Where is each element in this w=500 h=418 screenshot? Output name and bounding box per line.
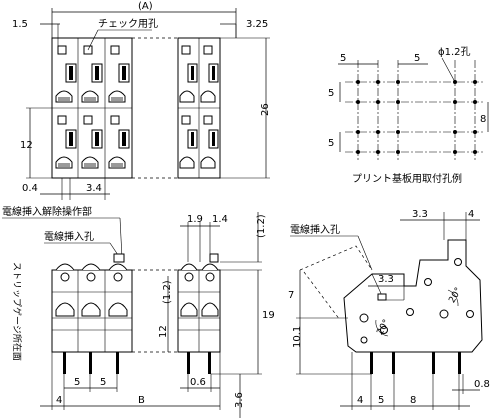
wire-insert-hole-label: 電線挿入孔 xyxy=(44,230,94,243)
pcb-caption: プリント基板用取付孔例 xyxy=(352,172,462,185)
dim-1-2-mid-label: (1.2) xyxy=(162,280,173,304)
side-dim-10-1: 10.1 xyxy=(292,326,303,348)
top-view: (A) 1.5 3.25 チェック用孔 26 12 0.4 3.4 xyxy=(12,1,271,200)
front-pins xyxy=(63,352,211,374)
dim-1-5-label: 1.5 xyxy=(12,19,28,30)
dim-5a-label: 5 xyxy=(74,377,80,388)
pcb-hole-layout: 5 5 ϕ1.2孔 5 5 8 プリント基板用取付孔例 xyxy=(328,46,489,185)
pcb-dim-5-v1: 5 xyxy=(328,88,334,99)
side-dim-3-3-mid: 3.3 xyxy=(378,274,394,285)
dim-1-4-label: 1.4 xyxy=(212,214,228,225)
dim-3-4-label: 3.4 xyxy=(86,183,102,194)
side-holes xyxy=(359,258,474,344)
front-top-bumps xyxy=(55,253,219,317)
side-dim-3-3-top: 3.3 xyxy=(412,209,428,220)
dim-0-4-label: 0.4 xyxy=(22,183,38,194)
release-operation-label: 電線挿入解除操作部 xyxy=(2,205,92,218)
side-dim-4-top: 4 xyxy=(468,209,474,220)
side-dim-0-8: 0.8 xyxy=(474,379,490,390)
dim-12-front-label: 12 xyxy=(158,325,169,338)
side-dim-7: 7 xyxy=(288,290,294,301)
pcb-hole-diameter-label: ϕ1.2孔 xyxy=(438,46,471,58)
dim-26-label: 26 xyxy=(260,103,271,116)
pcb-dim-5-left: 5 xyxy=(340,53,346,64)
pcb-holes xyxy=(356,80,477,154)
dim-b-label: B xyxy=(138,395,145,406)
dim-5b-label: 5 xyxy=(100,377,106,388)
dim-19-label: 19 xyxy=(262,310,275,321)
pcb-dim-5-v2: 5 xyxy=(328,138,334,149)
strip-gauge-label: ストリップゲージ所在面 xyxy=(11,262,23,361)
check-hole-label: チェック用孔 xyxy=(98,18,158,30)
side-dim-8-bottom: 8 xyxy=(410,395,416,406)
dim-4-front-label: 4 xyxy=(56,395,62,406)
pcb-dim-5-right: 5 xyxy=(414,53,420,64)
side-body xyxy=(343,239,483,353)
top-terminal-cells xyxy=(55,45,219,169)
front-view: 電線挿入解除操作部 電線挿入孔 ストリップゲージ所在面 xyxy=(2,205,275,418)
pcb-dim-8: 8 xyxy=(480,114,486,125)
side-wire-insert-label: 電線挿入孔 xyxy=(290,223,340,236)
side-pins xyxy=(370,352,461,374)
dim-1-9-label: 1.9 xyxy=(187,214,203,225)
dim-0-6-label: 0.6 xyxy=(190,377,206,388)
side-dim-4-bottom: 4 xyxy=(357,395,363,406)
dim-1-2-top-label: (1.2) xyxy=(256,214,267,238)
dim-a-label: (A) xyxy=(138,1,153,12)
dim-3-25-label: 3.25 xyxy=(246,19,268,30)
side-dim-5-bottom: 5 xyxy=(378,395,384,406)
side-wire-guide xyxy=(299,245,373,271)
dim-3-6-label: 3.6 xyxy=(234,392,245,408)
side-view: 3.3 4 電線挿入孔 20° 20° 3.3 xyxy=(288,209,490,410)
dim-12-label: 12 xyxy=(20,140,33,151)
